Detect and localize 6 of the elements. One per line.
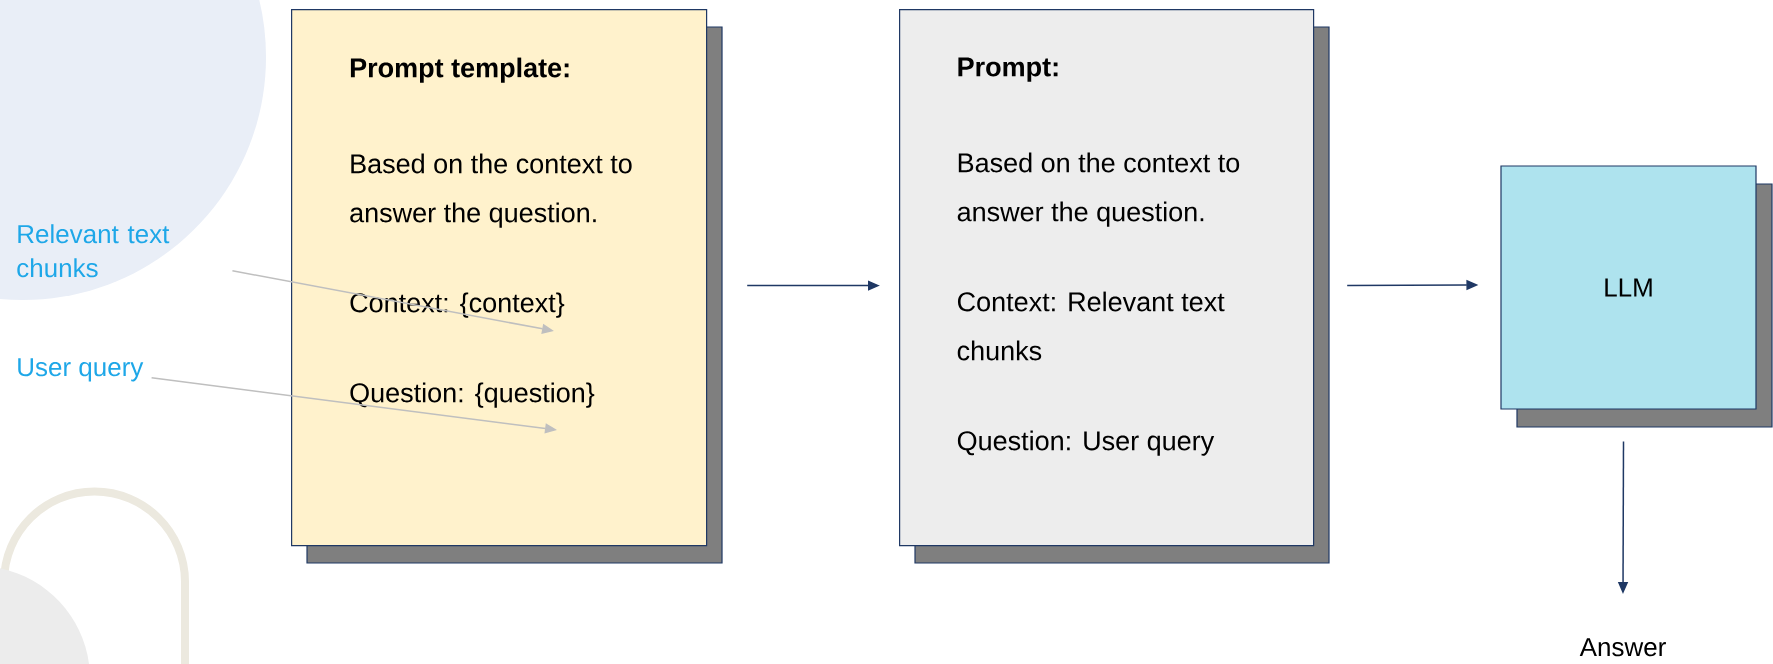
prompt-card: Prompt: Based on the context to answer the question. Context: Relevant text chunks Question: User query — [899, 9, 1330, 564]
model-box: LLM — [1500, 165, 1773, 428]
prompt-card: Prompt template: Based on the context to answer the question. Context: {context} Question: {question} — [291, 9, 723, 564]
input-label: Relevant text chunks — [17, 224, 170, 278]
input-label: User query — [18, 358, 144, 382]
output-label: Answer — [1579, 638, 1666, 657]
